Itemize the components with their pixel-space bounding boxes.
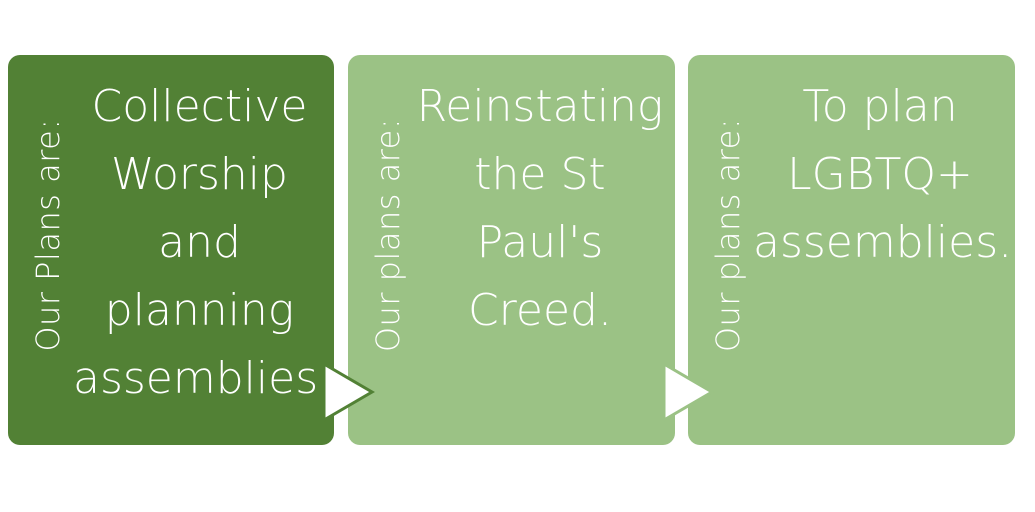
side-label-text: Our Plans are: xyxy=(29,118,67,352)
side-label-text: Our plans are: xyxy=(709,117,747,353)
panel-text: Collective Worship and planning assembli… xyxy=(73,81,333,404)
plan-panel-3: Our plans are: To plan LGBTQ+ assemblies… xyxy=(688,55,1015,445)
panel-text: Reinstating the St Paul's Creed. xyxy=(416,81,664,336)
plan-panel-2: Our plans are: Reinstating the St Paul's… xyxy=(348,55,675,445)
side-label-text: Our plans are: xyxy=(369,117,407,353)
plan-panel-1: Our Plans are: Collective Worship and pl… xyxy=(8,55,334,445)
panel-text: To plan LGBTQ+ assemblies. xyxy=(753,81,1013,268)
